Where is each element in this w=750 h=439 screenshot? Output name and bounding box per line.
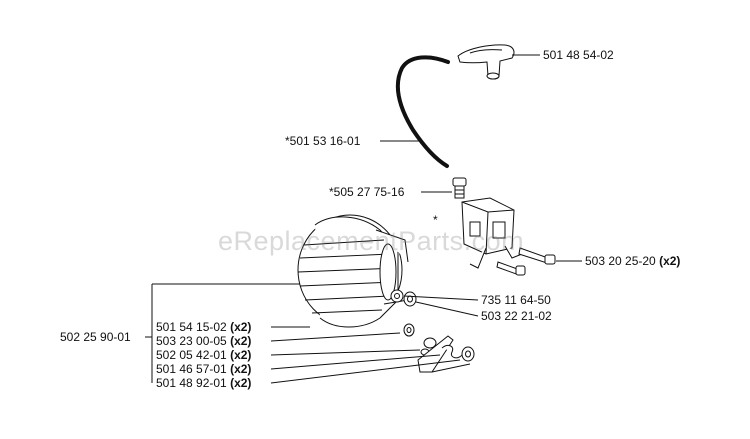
part-number: *501 53 16-01 [285, 134, 361, 148]
part-number: 501 54 15-02 [156, 320, 227, 334]
part-number: 501 48 92-01 [156, 376, 227, 390]
quantity: (x2) [230, 348, 252, 362]
part-number: 503 20 25-20 [585, 254, 656, 268]
label-pawl-bushing[interactable]: 501 48 92-01 (x2) [156, 376, 251, 390]
quantity: (x2) [230, 334, 252, 348]
label-flywheel-assembly[interactable]: 502 25 90-01 [60, 330, 131, 344]
quantity: (x2) [659, 254, 681, 268]
label-pawl[interactable]: 501 54 15-02 (x2) [156, 320, 251, 334]
part-number: 501 48 54-02 [543, 48, 614, 62]
part-number: 502 25 90-01 [60, 330, 131, 344]
part-number: 735 11 64-50 [481, 293, 551, 307]
quantity: (x2) [230, 362, 252, 376]
label-pawl-screw[interactable]: 503 23 00-05 (x2) [156, 334, 251, 348]
label-spring[interactable]: *505 27 75-16 [329, 185, 404, 199]
quantity: (x2) [230, 376, 252, 390]
label-ignition-lead[interactable]: *501 53 16-01 [285, 134, 360, 148]
ignition-lead-wire [395, 55, 450, 168]
pawl-washer-shape [403, 323, 415, 337]
part-number: 503 22 21-02 [481, 309, 552, 323]
part-number: 503 23 00-05 [156, 334, 227, 348]
pawl-shape [417, 335, 471, 373]
nut-shape [390, 289, 404, 303]
label-washer[interactable]: 503 22 21-02 [481, 309, 552, 323]
part-number: *505 27 75-16 [329, 185, 405, 199]
module-screw-shape [496, 247, 556, 276]
pawl-bushing-shape [461, 346, 475, 362]
label-nut[interactable]: 735 11 64-50 [481, 293, 551, 307]
spring-connector-shape [452, 177, 467, 199]
pawl-spring-shape [441, 344, 463, 359]
label-spark-plug-cap[interactable]: 501 48 54-02 [543, 48, 614, 62]
ignition-module-shape [461, 197, 523, 269]
asterisk-note: * [433, 213, 438, 227]
quantity: (x2) [230, 320, 252, 334]
washer-shape [403, 291, 417, 307]
label-pawl-washer[interactable]: 502 05 42-01 (x2) [156, 348, 251, 362]
part-number: 501 46 57-01 [156, 362, 227, 376]
watermark: eReplacementParts.com [218, 226, 525, 256]
label-pawl-spring[interactable]: 501 46 57-01 (x2) [156, 362, 251, 376]
spark-plug-cap-shape [457, 44, 515, 80]
label-screw[interactable]: 503 20 25-20 (x2) [585, 254, 680, 268]
flywheel-shape [297, 214, 409, 328]
part-number: 502 05 42-01 [156, 348, 227, 362]
